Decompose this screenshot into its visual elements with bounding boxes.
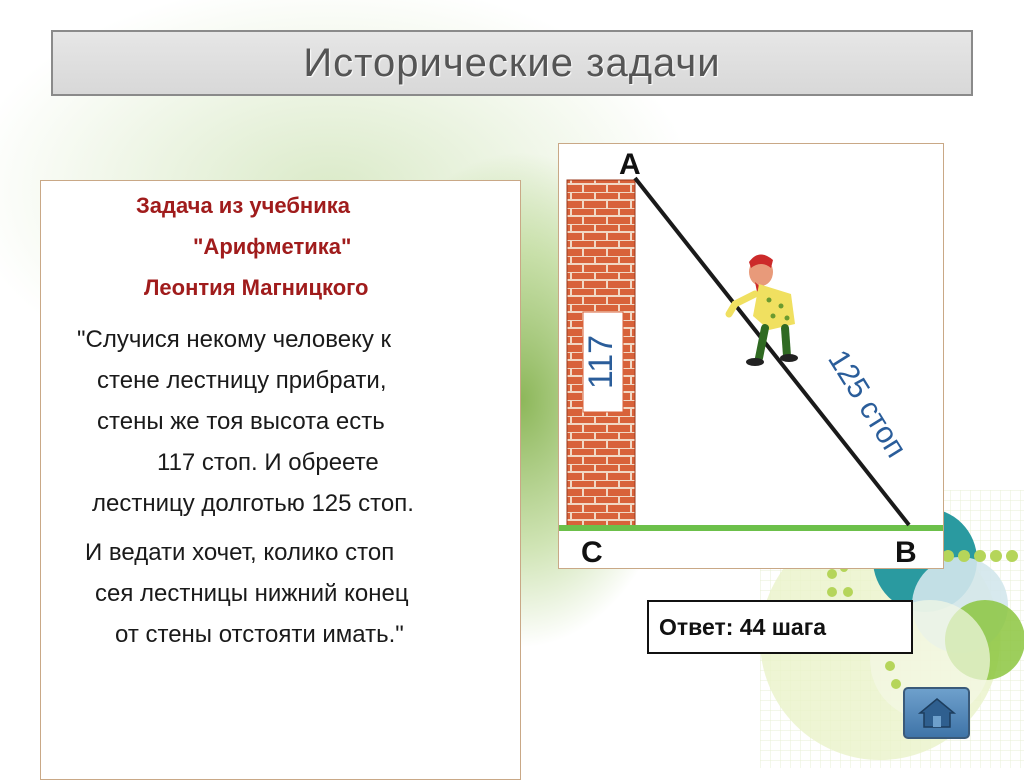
problem-text-line: стене лестницу прибрати, (97, 367, 387, 394)
problem-heading-line-1: Задача из учебника (136, 193, 350, 218)
height-label-plate (582, 311, 624, 413)
wall-height-label: 117 (582, 335, 620, 389)
problem-text-line: 117 стоп. И обреете (157, 449, 379, 476)
point-a-label: А (619, 148, 641, 181)
problem-text-line: "Случися некому человеку к (77, 326, 392, 353)
problem-text-line: И ведати хочет, колико стоп (85, 539, 395, 566)
title-bar: Исторические задачи (51, 30, 973, 96)
problem-heading-line-3: Леонтия Магницкого (144, 275, 369, 300)
problem-text-line: стены же тоя высота есть (97, 408, 385, 435)
problem-text-line: от стены отстояти имать." (115, 621, 404, 648)
ladder-line (633, 176, 911, 527)
problem-text-line: сея лестницы нижний конец (95, 580, 409, 607)
home-icon (917, 698, 956, 728)
point-c-label: С (581, 536, 603, 568)
ladder-diagram: 117 125 стоп А С В (559, 148, 943, 569)
ladder-figure: 117 125 стоп А С В (558, 143, 944, 569)
answer-box: Ответ: 44 шага (647, 600, 913, 654)
page-title: Исторические задачи (303, 40, 721, 85)
problem-text-line: лестницу долготью 125 стоп. (92, 490, 414, 517)
home-button[interactable] (903, 687, 970, 739)
climbing-man-icon (725, 254, 798, 366)
ladder-length-label: 125 стоп (821, 344, 912, 463)
problem-text-box: Задача из учебника "Арифметика" Леонтия … (40, 180, 521, 780)
problem-heading-line-2: "Арифметика" (193, 234, 352, 259)
ground-line (559, 525, 943, 531)
point-b-label: В (895, 536, 917, 568)
